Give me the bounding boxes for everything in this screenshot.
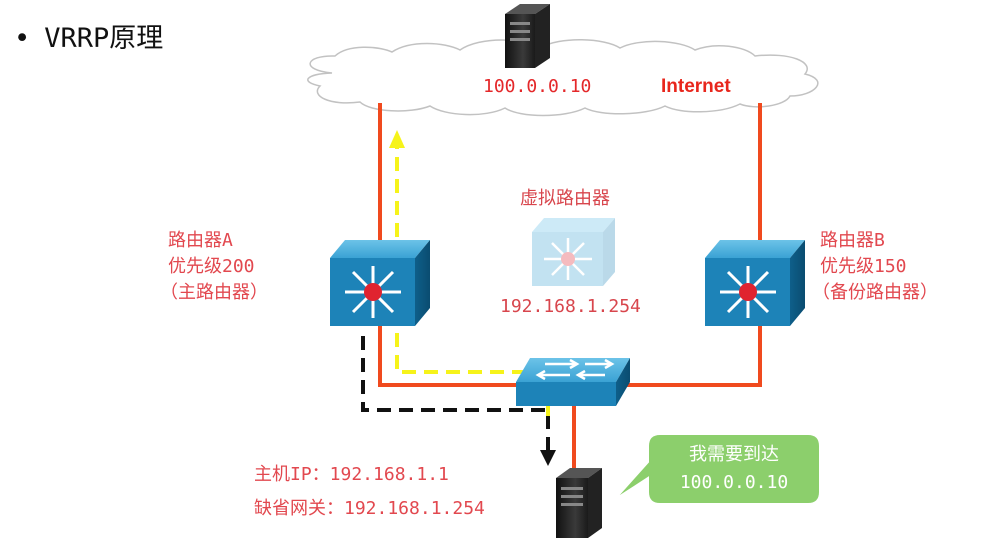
router-b-role: （备份路由器）	[812, 282, 938, 303]
router-a-icon	[330, 240, 430, 326]
router-a-labels: 路由器A 优先级200 （主路由器）	[160, 228, 268, 306]
router-b-priority: 优先级150	[820, 256, 907, 277]
internet-label: Internet	[661, 76, 731, 97]
link-router-a-switch	[378, 322, 520, 387]
internet-cloud	[307, 39, 819, 117]
host-gateway: 缺省网关：192.168.1.254	[254, 498, 485, 519]
virtual-router-icon	[532, 218, 615, 286]
router-a-role: （主路由器）	[160, 282, 268, 303]
virtual-router-label: 虚拟路由器	[520, 188, 610, 209]
link-router-b-switch	[625, 322, 762, 387]
host-callout-bubble	[613, 433, 821, 505]
callout-line-2: 100.0.0.10	[679, 472, 789, 493]
host-computer-icon	[556, 468, 602, 538]
switch-icon	[516, 358, 630, 406]
title-text: VRRP原理	[44, 23, 164, 54]
internet-server-icon	[505, 4, 550, 68]
network-links	[378, 103, 762, 470]
black-dashed-path	[361, 336, 556, 466]
callout-line-1: 我需要到达	[689, 444, 779, 465]
host-labels: 主机IP：192.168.1.1 缺省网关：192.168.1.254	[254, 458, 485, 526]
yellow-path-arrowhead	[389, 130, 405, 148]
router-a-name: 路由器A	[168, 230, 233, 251]
host-ip: 主机IP：192.168.1.1	[254, 464, 449, 485]
router-b-icon	[705, 240, 805, 326]
callout-text: 我需要到达 100.0.0.10	[649, 441, 819, 497]
title-bullet: •	[14, 23, 31, 54]
router-b-labels: 路由器B 优先级150 （备份路由器）	[812, 228, 938, 306]
router-a-priority: 优先级200	[168, 256, 255, 277]
black-path-arrowhead	[540, 450, 556, 466]
virtual-router-ip: 192.168.1.254	[500, 296, 641, 317]
router-b-name: 路由器B	[820, 230, 885, 251]
internet-server-ip: 100.0.0.10	[483, 76, 592, 97]
page-title: • VRRP原理	[14, 16, 163, 55]
